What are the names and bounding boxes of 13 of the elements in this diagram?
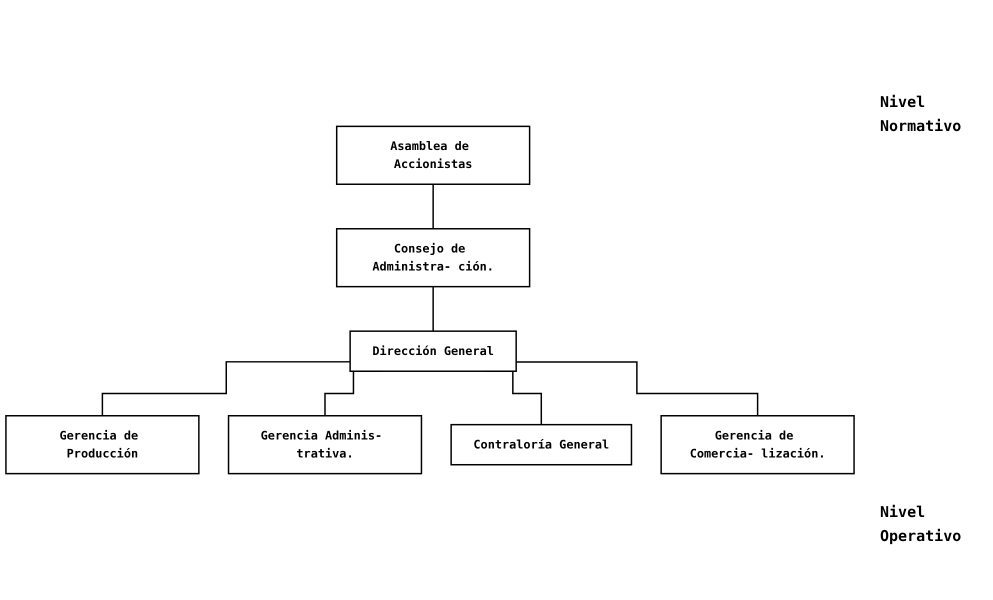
connector [432,286,434,332]
level-label: Nivel Operativo [880,502,962,547]
connector [432,184,434,230]
connector [516,361,758,416]
node-box: Gerencia de Comercia- lización. [660,415,855,474]
level-label: Nivel Normativo [880,92,962,137]
node-box: Gerencia de Producción [5,415,200,474]
node-box: Dirección General [349,330,517,372]
node-box: Asamblea de Accionistas [336,126,530,185]
node-box: Consejo de Administra- ción. [336,228,530,288]
connector [102,361,350,416]
node-box: Contraloría General [450,424,632,466]
node-box: Gerencia Adminis- trativa. [228,415,422,474]
